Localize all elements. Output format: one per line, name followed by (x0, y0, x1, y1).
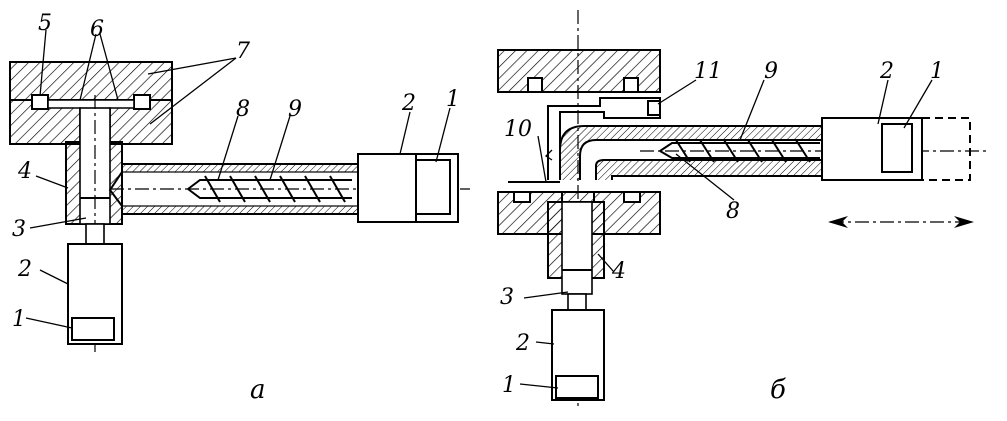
label-9-b: 9 (764, 59, 778, 84)
label-3-b: 3 (500, 285, 514, 310)
label-8-b: 8 (726, 199, 740, 224)
label-4: 4 (17, 159, 32, 184)
label-8: 8 (236, 97, 250, 122)
nozzle-channel-b (561, 201, 593, 295)
piston-right (415, 159, 451, 215)
movement-arrow (828, 216, 974, 228)
cavity-bottom-left (513, 191, 531, 203)
barrel-wall-bottom (121, 205, 359, 215)
cylinder-extended-ghost (921, 117, 971, 181)
cylinder-right-wall (357, 153, 417, 223)
mold-cavity-left (31, 94, 49, 110)
label-2-right-b: 2 (879, 59, 894, 84)
label-5: 5 (38, 11, 52, 36)
barrel-wall-top (121, 163, 359, 173)
label-3: 3 (12, 217, 26, 242)
mold-cavity-right (133, 94, 151, 110)
label-2-right: 2 (401, 91, 416, 116)
mold-plate-top (9, 61, 173, 101)
label-9: 9 (288, 97, 302, 122)
figure-a: 5 6 7 4 3 2 1 8 9 2 1 а (9, 11, 470, 405)
leader-lines-a (25, 29, 451, 329)
figure-b: 11 10 9 2 1 8 4 3 2 1 б (497, 10, 990, 410)
label-1-bottom: 1 (12, 307, 26, 332)
caption-b: б (770, 375, 786, 405)
label-1-bottom-b: 1 (502, 373, 516, 398)
cavity-top-left (527, 77, 543, 93)
label-10: 10 (504, 117, 532, 142)
label-7: 7 (236, 39, 250, 64)
screw-tip (187, 179, 352, 199)
label-11: 11 (694, 59, 722, 84)
label-2-bottom: 2 (17, 257, 32, 282)
cavity-top-right (623, 77, 639, 93)
sensor-11 (647, 100, 661, 116)
label-6: 6 (90, 17, 104, 42)
leader-lines-b (519, 79, 933, 389)
piston-bottom-b (555, 375, 599, 399)
screw-tip-b (659, 142, 820, 159)
label-4-b: 4 (611, 259, 626, 284)
cavity-bottom-right (623, 191, 641, 203)
label-1-right: 1 (446, 87, 460, 112)
label-2-bottom-b: 2 (515, 331, 530, 356)
piston-bottom (71, 317, 115, 341)
label-1-right-b: 1 (930, 59, 944, 84)
caption-a: а (250, 375, 266, 405)
piston-right-b (881, 123, 913, 173)
